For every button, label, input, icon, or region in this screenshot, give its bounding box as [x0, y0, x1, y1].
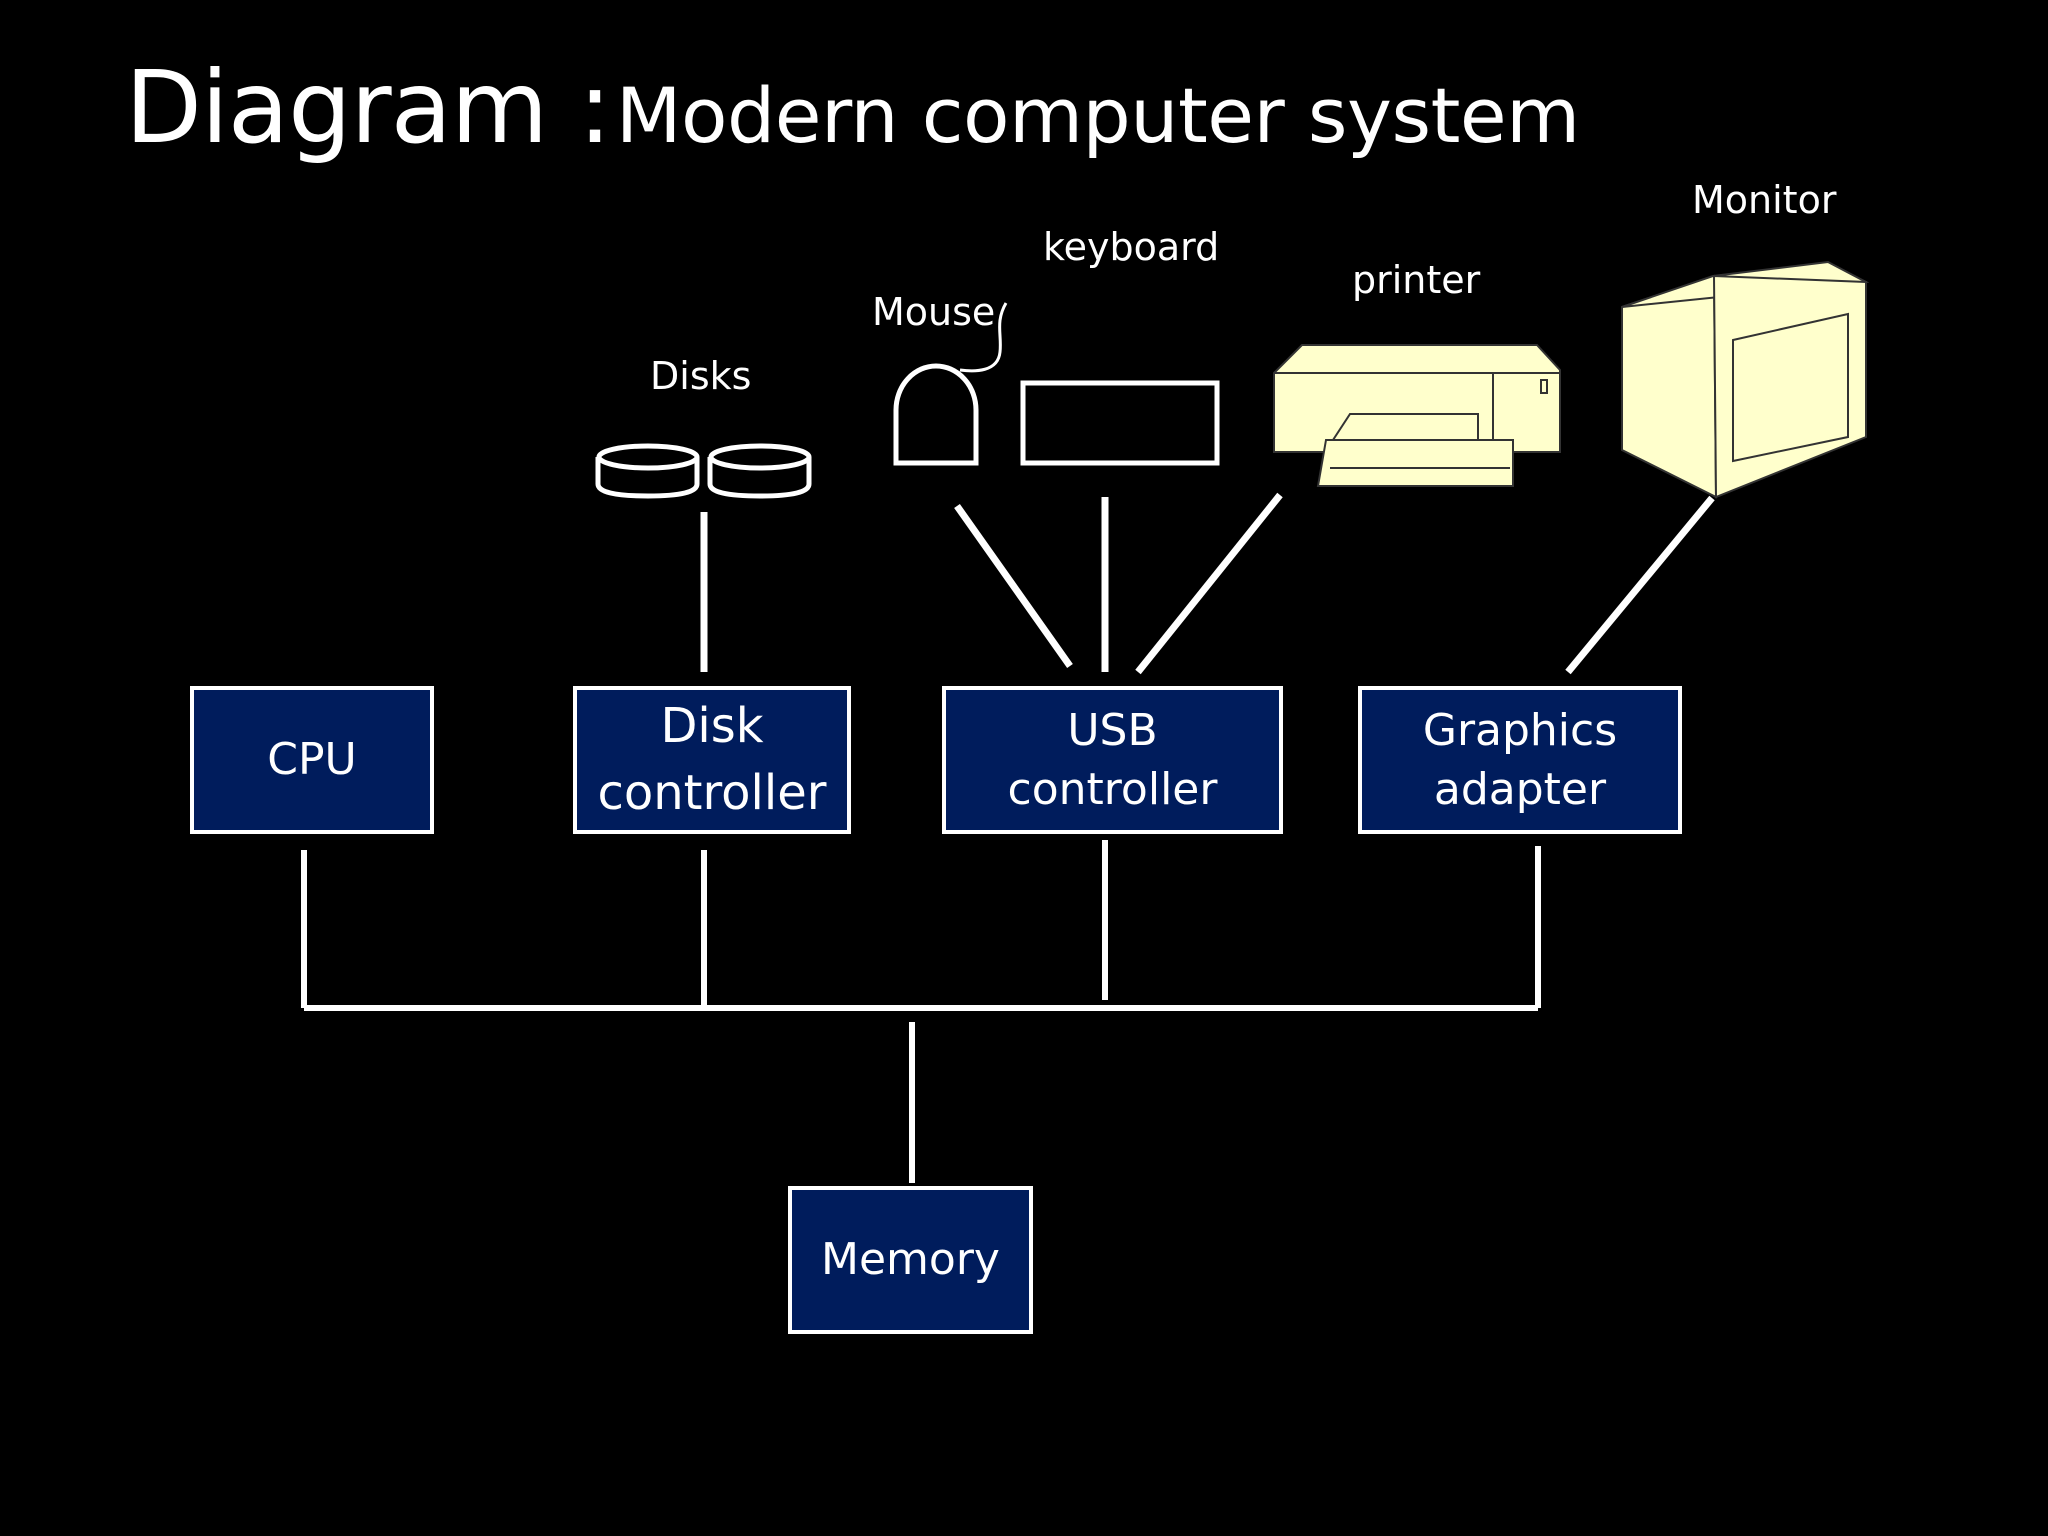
cpu-label: CPU — [267, 734, 357, 786]
system-bus — [301, 840, 1541, 1183]
monitor-icon — [1621, 260, 1870, 499]
link-printer — [1135, 492, 1283, 675]
graphics-adapter-box: Graphics adapter — [1358, 686, 1682, 834]
label-disks: Disks — [650, 354, 752, 398]
disks-icon — [595, 443, 812, 499]
memory-box: Memory — [788, 1186, 1033, 1334]
printer-icon — [1273, 344, 1561, 487]
disk-icon — [595, 443, 700, 499]
cpu-box: CPU — [190, 686, 434, 834]
keyboard-icon — [1020, 380, 1220, 466]
memory-label: Memory — [821, 1234, 1000, 1286]
label-keyboard: keyboard — [1043, 225, 1220, 269]
label-monitor: Monitor — [1692, 178, 1837, 222]
disk-controller-box: Disk controller — [573, 686, 851, 834]
device-links — [700, 492, 1715, 675]
label-printer: printer — [1352, 258, 1481, 302]
usb-controller-label-line2: controller — [1007, 764, 1218, 815]
graphics-adapter-label-line1: Graphics — [1422, 704, 1618, 756]
mouse-icon — [893, 302, 1008, 466]
disk-controller-label-line1: Disk — [660, 697, 764, 754]
slide-title: Diagram : Modern computer system — [125, 58, 1580, 158]
usb-controller-box: USB controller — [942, 686, 1283, 834]
label-mouse: Mouse — [872, 290, 996, 334]
graphics-adapter-label-line2: adapter — [1433, 764, 1607, 815]
usb-controller-label-line1: USB — [1067, 704, 1158, 756]
disk-controller-label-line2: controller — [597, 765, 827, 821]
link-mouse — [954, 503, 1073, 669]
link-monitor — [1565, 495, 1715, 675]
title-main: Diagram : — [125, 49, 612, 166]
title-subtitle: Modern computer system — [615, 71, 1580, 160]
disk-icon — [707, 443, 812, 499]
mouse-cable — [959, 302, 1008, 373]
